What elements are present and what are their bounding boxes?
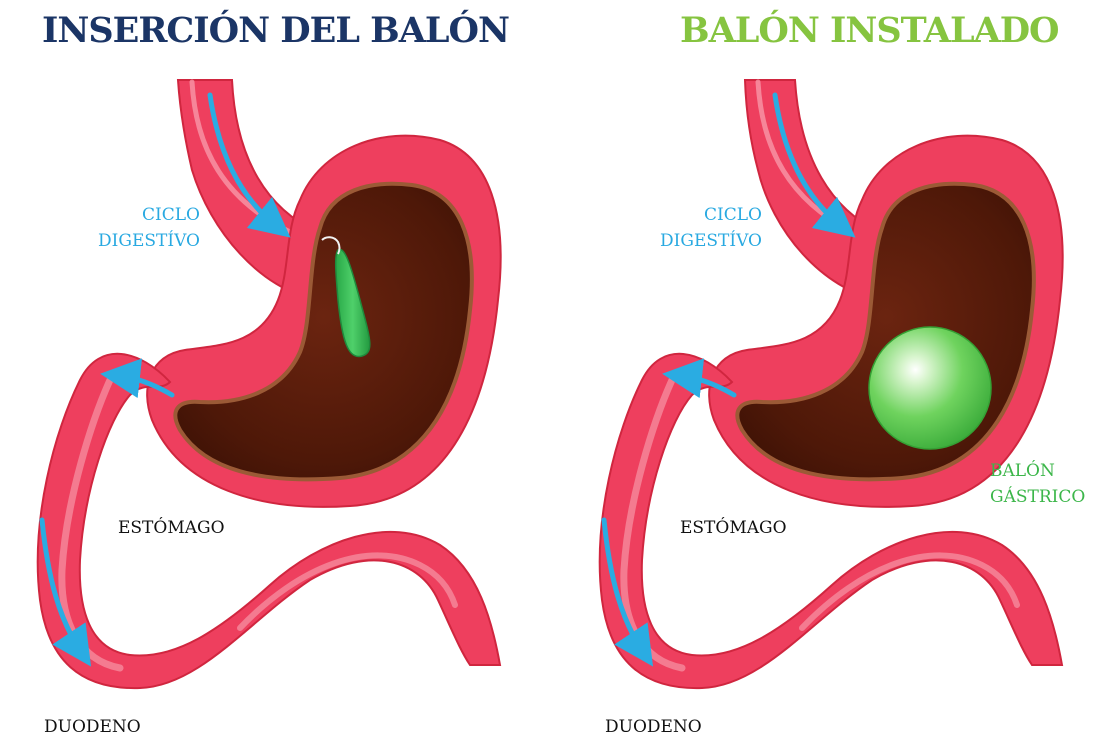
left-stomach-label: ESTÓMAGO xyxy=(118,515,225,541)
right-cycle-label-line2: DIGESTÍVO xyxy=(640,228,762,254)
right-stomach xyxy=(600,80,1063,688)
left-cycle-label-line1: CICLO xyxy=(78,202,200,228)
right-duodenum-label: DUODENO xyxy=(605,714,702,740)
right-balloon-label-line2: GÁSTRICO xyxy=(990,484,1085,510)
right-stomach-label: ESTÓMAGO xyxy=(680,515,787,541)
left-cycle-label: CICLO DIGESTÍVO xyxy=(78,202,200,254)
right-gastric-balloon xyxy=(869,327,991,449)
left-stomach xyxy=(38,80,501,688)
right-cycle-label: CICLO DIGESTÍVO xyxy=(640,202,762,254)
left-duodenum-label: DUODENO xyxy=(44,714,141,740)
left-cycle-label-line2: DIGESTÍVO xyxy=(78,228,200,254)
right-balloon-label-line1: BALÓN xyxy=(990,458,1085,484)
right-balloon-label: BALÓN GÁSTRICO xyxy=(990,458,1085,510)
right-cycle-label-line1: CICLO xyxy=(640,202,762,228)
